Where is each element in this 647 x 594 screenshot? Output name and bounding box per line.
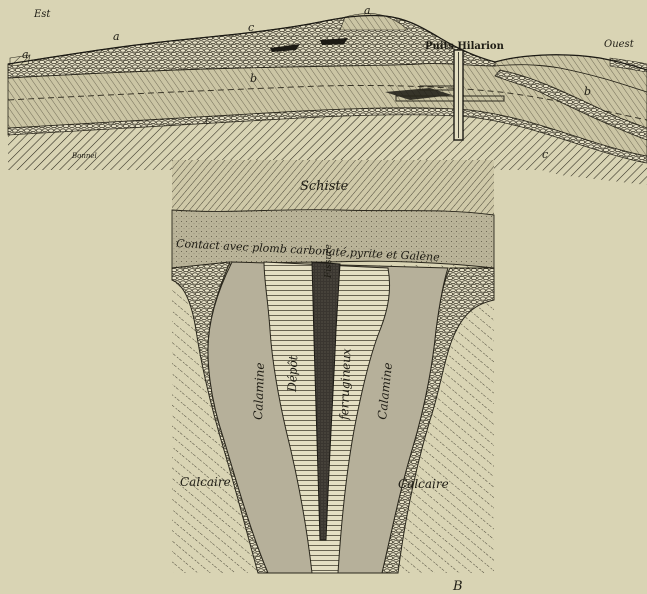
- figure-mark: B: [452, 579, 463, 594]
- signature: Bonnel: [71, 152, 97, 160]
- bottom-cross-section: Schiste Contact avec plomb carbonaté,pyr…: [172, 160, 494, 594]
- mark-a-mid: a: [113, 30, 120, 43]
- label-puits: Puits Hilarion: [425, 41, 505, 52]
- label-calamine-left: Calamine: [251, 362, 267, 420]
- label-calcaire-left: Calcaire: [180, 475, 231, 489]
- mark-c-low: c: [205, 114, 211, 127]
- label-ouest: Ouest: [604, 39, 635, 50]
- label-depot: Dépôt: [285, 355, 300, 393]
- label-schiste: Schiste: [300, 179, 349, 194]
- top-cross-section: Est Ouest Puits Hilarion a a c a b c b c…: [8, 4, 647, 185]
- mark-b-right: b: [584, 85, 591, 98]
- mark-c-top: c: [248, 21, 254, 34]
- label-est: Est: [33, 9, 51, 20]
- mark-b-left: b: [250, 72, 257, 85]
- mark-a-left: a: [22, 48, 29, 61]
- mark-a-top: a: [364, 4, 371, 17]
- label-fissure: Fissure: [324, 244, 334, 279]
- label-ferrugineux: ferrugineux: [337, 348, 354, 421]
- label-calcaire-right: Calcaire: [398, 477, 449, 491]
- mark-c-right: c: [542, 148, 548, 161]
